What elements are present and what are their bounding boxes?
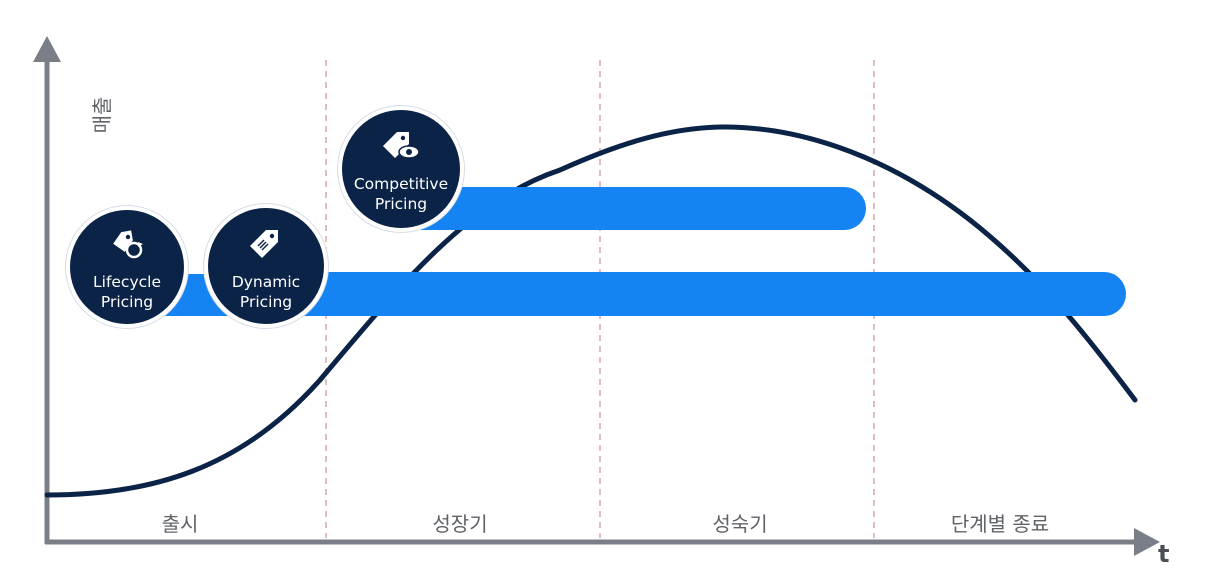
lifecycle-pricing-label: Lifecycle Pricing <box>93 273 161 311</box>
competitive-pricing-label: Competitive Pricing <box>353 175 449 213</box>
tag-eye-icon <box>383 132 420 159</box>
competitive-pricing-badge: Competitive Pricing <box>338 106 464 232</box>
x-axis-label: t <box>1158 540 1170 568</box>
dynamic-pricing-badge: Dynamic Pricing <box>204 204 328 328</box>
phase-label-growth: 성장기 <box>432 512 488 536</box>
competitive-pricing-bar <box>420 187 866 230</box>
lifecycle-pricing-badge: Lifecycle Pricing <box>66 206 188 328</box>
y-axis-label: 매출 <box>90 96 114 134</box>
dynamic-pricing-bar <box>290 272 1126 316</box>
sales-curve <box>44 124 1138 498</box>
phase-label-phase-out: 단계별 종료 <box>950 512 1050 536</box>
dynamic-pricing-label: Dynamic Pricing <box>231 273 301 311</box>
tag-barcode-icon <box>250 230 278 258</box>
y-axis-arrowhead <box>33 36 61 62</box>
tag-refresh-icon <box>113 230 143 259</box>
x-axis-arrowhead <box>1134 528 1160 556</box>
phase-label-launch: 출시 <box>161 512 199 536</box>
phase-label-maturity: 성숙기 <box>712 512 768 536</box>
